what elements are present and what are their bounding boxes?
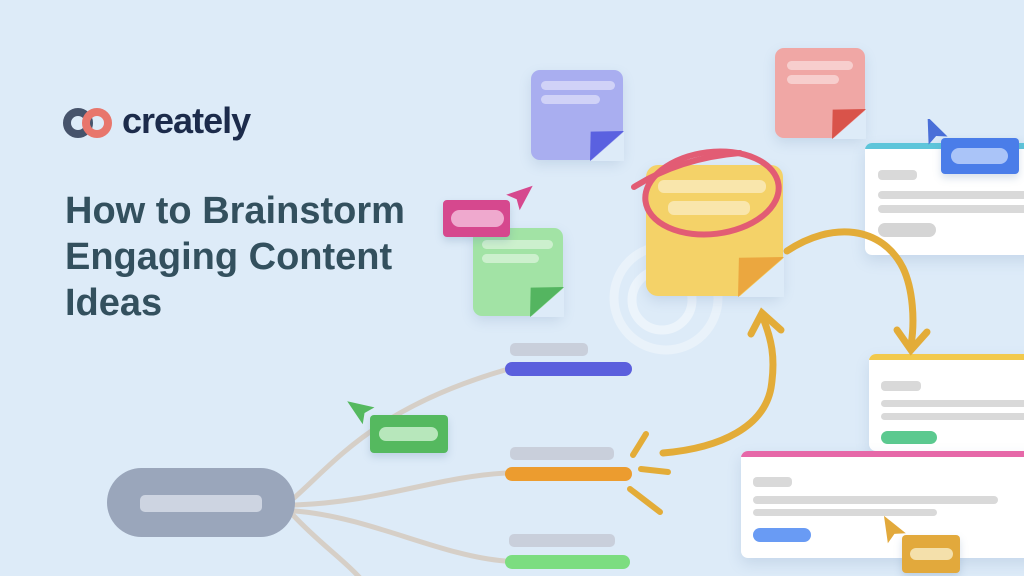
card-label-placeholder [881, 381, 921, 391]
card-text-line [881, 400, 1024, 407]
yellow-burst-dashes [627, 431, 671, 515]
tag-label-placeholder [951, 148, 1008, 164]
red-sticky-note [775, 48, 866, 139]
blue-cursor-icon [927, 119, 948, 145]
card-text-line [878, 205, 1024, 213]
node-label-placeholder [510, 447, 614, 460]
yellow-curved-arrow-up [659, 307, 785, 457]
note-text-line [482, 240, 553, 249]
mindmap-connectors [290, 367, 509, 576]
mindmap-green-node [505, 555, 630, 569]
connector-to-orange-node [292, 470, 509, 508]
green-sticky-note [473, 228, 564, 317]
note-text-line [787, 75, 839, 84]
card-text-line [878, 191, 1024, 199]
blue-tag [941, 138, 1019, 174]
card-status-pill-blue [753, 528, 811, 542]
connector-to-green-node [292, 508, 508, 564]
mindmap-blue-node [505, 362, 632, 376]
logo-wordmark: creately [122, 100, 251, 141]
pink-tag [443, 200, 510, 237]
note-text-line [787, 61, 853, 70]
card-accent-bar [741, 451, 1024, 457]
node-label-placeholder [509, 534, 615, 547]
yellow-sticky-note [646, 165, 784, 297]
card-text-line [753, 496, 998, 504]
pink-top-card [741, 451, 1024, 558]
note-text-line [668, 201, 750, 215]
tag-label-placeholder [451, 210, 504, 227]
root-node-label-placeholder [140, 495, 262, 512]
purple-sticky-note [531, 70, 624, 161]
card-button-placeholder [878, 223, 936, 237]
tag-label-placeholder [379, 427, 438, 441]
card-text-line [753, 509, 937, 516]
card-label-placeholder [878, 170, 917, 180]
mindmap-root-node [107, 468, 295, 537]
pink-cursor-icon [506, 185, 533, 211]
note-text-line [541, 95, 600, 104]
node-label-placeholder [510, 343, 588, 356]
card-status-pill-green [881, 431, 937, 444]
creately-logo[interactable]: creately [63, 100, 251, 143]
note-text-line [658, 180, 766, 193]
yellow-top-card [869, 354, 1024, 451]
card-text-line [881, 413, 1024, 420]
green-tag [370, 415, 448, 453]
card-accent-bar [869, 354, 1024, 360]
page-title: How to Brainstorm Engaging Content Ideas [65, 190, 405, 324]
note-text-line [482, 254, 539, 263]
note-text-line [541, 81, 615, 90]
tag-label-placeholder [910, 548, 953, 560]
logo-ring-right-icon [82, 108, 112, 138]
yellow-tag [902, 535, 960, 573]
mindmap-orange-node [505, 467, 632, 481]
connector-offscreen [290, 512, 362, 576]
yellow-cursor-icon [883, 516, 906, 544]
card-label-placeholder [753, 477, 792, 487]
